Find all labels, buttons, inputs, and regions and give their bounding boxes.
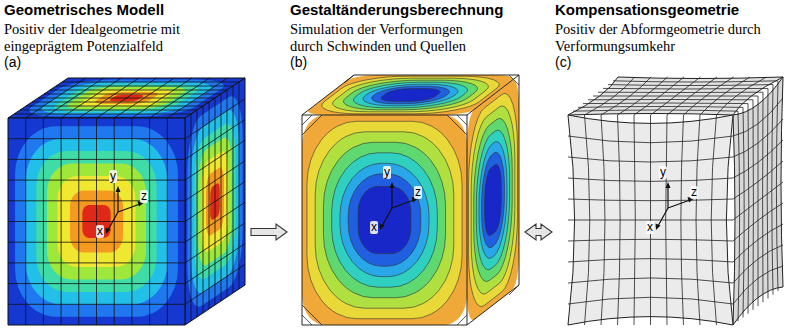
figure-panel: KompensationsgeometriePositiv der Abform… bbox=[555, 1, 791, 331]
axis-label: z bbox=[140, 190, 148, 203]
panel-heading: Gestaltänderungsberechnung bbox=[290, 1, 522, 19]
panel-label: (c) bbox=[555, 54, 571, 70]
ideal-cube bbox=[8, 78, 245, 325]
panel-heading: Geometrisches Modell bbox=[4, 1, 248, 19]
hollow-arrow bbox=[251, 224, 287, 240]
hollow-arrow bbox=[525, 224, 552, 240]
panel-description: Positiv der Abformgeometrie durch Verfor… bbox=[555, 21, 770, 55]
compensation-cube bbox=[568, 77, 783, 325]
axis-label: y bbox=[659, 166, 667, 179]
axis-label: y bbox=[109, 170, 117, 183]
panel-label: (b) bbox=[290, 54, 307, 70]
deformed-cube bbox=[302, 75, 519, 325]
panel-description: Positiv der Idealgeometrie mit eingepräg… bbox=[4, 21, 200, 55]
figure-panel: GestaltänderungsberechnungSimulation der… bbox=[290, 1, 522, 331]
figure-panel: Geometrisches ModellPositiv der Idealgeo… bbox=[4, 1, 248, 331]
axis-label: z bbox=[414, 186, 422, 199]
axis-label: x bbox=[646, 221, 654, 234]
axis-label: x bbox=[96, 225, 104, 238]
axis-label: x bbox=[370, 221, 378, 234]
panel-label: (a) bbox=[4, 54, 21, 70]
panel-heading: Kompensationsgeometrie bbox=[555, 1, 791, 19]
axis-label: y bbox=[383, 166, 391, 179]
axis-label: z bbox=[690, 186, 698, 199]
panel-description: Simulation der Verformungen durch Schwin… bbox=[290, 21, 490, 55]
